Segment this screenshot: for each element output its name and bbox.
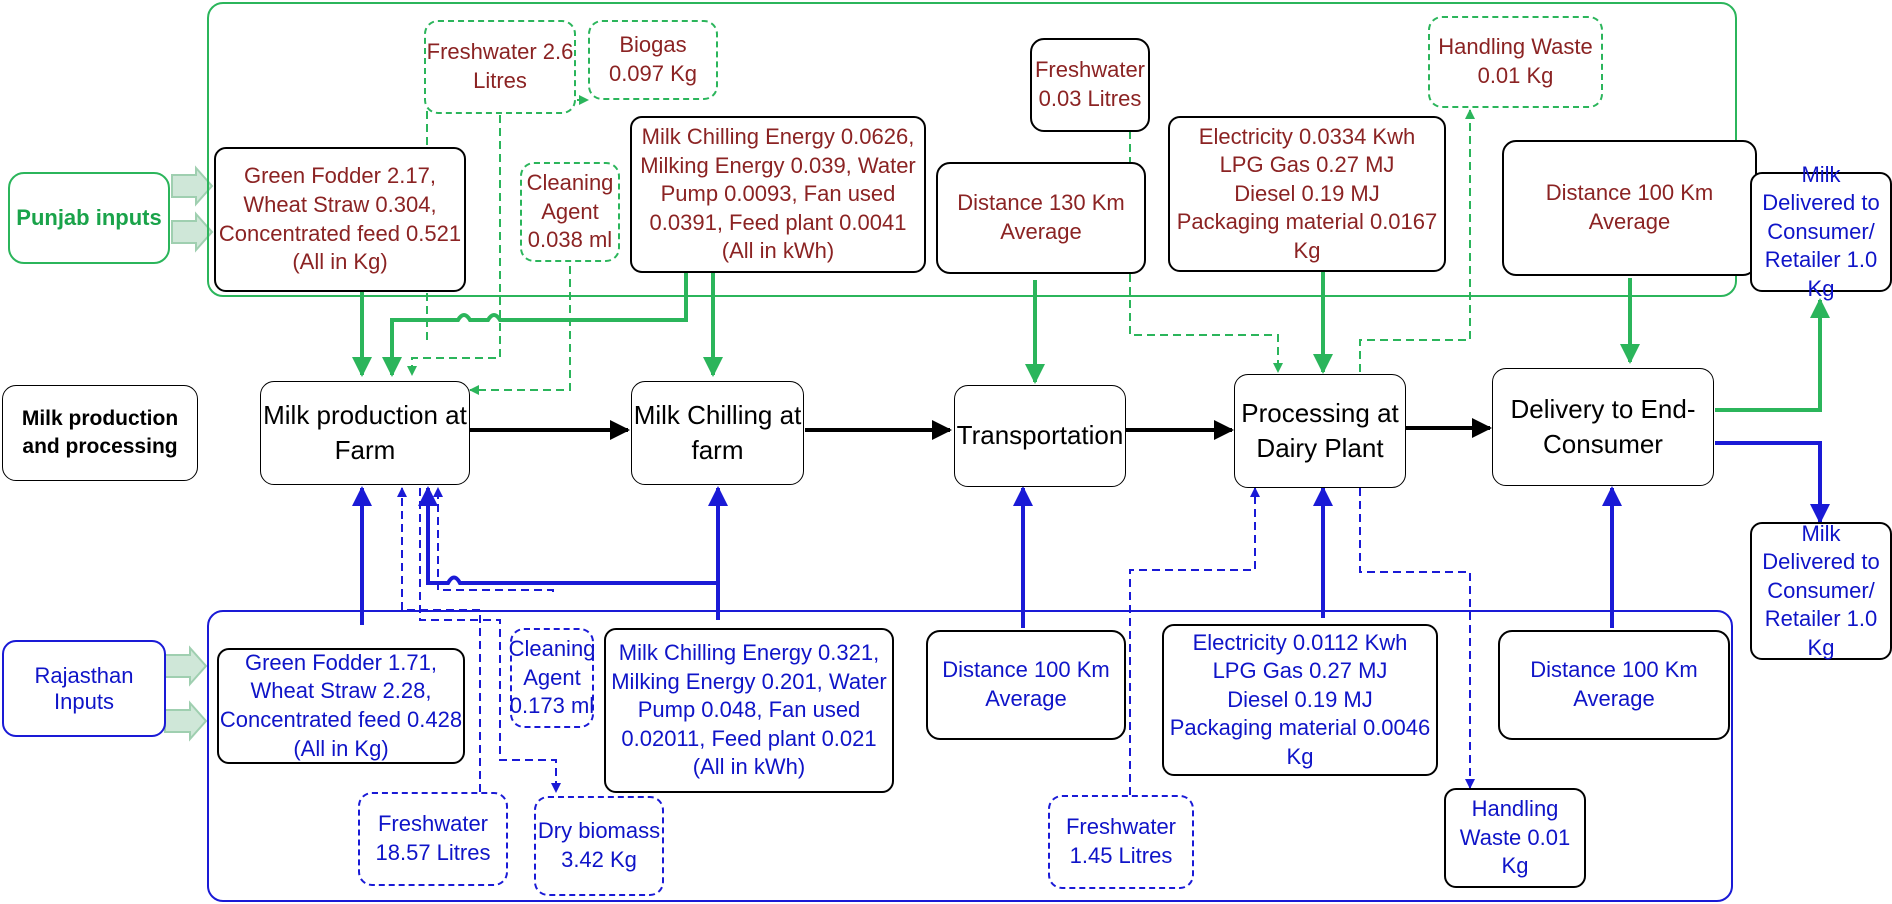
rajasthan-chilling-energy: Milk Chilling Energy 0.321, Milking Ener… bbox=[604, 628, 894, 793]
punjab-freshwater-plant: Freshwater 0.03 Litres bbox=[1030, 38, 1150, 132]
rajasthan-plant-energy: Electricity 0.0112 Kwh LPG Gas 0.27 MJ D… bbox=[1162, 624, 1438, 776]
punjab-inputs-label: Punjab inputs bbox=[8, 172, 170, 264]
punjab-biogas: Biogas 0.097 Kg bbox=[588, 20, 718, 100]
stage-delivery: Delivery to End-Consumer bbox=[1492, 368, 1714, 486]
rajasthan-arrows bbox=[352, 441, 1830, 628]
rajasthan-inputs-label: Rajasthan Inputs bbox=[2, 640, 166, 737]
punjab-output: Milk Delivered to Consumer/ Retailer 1.0… bbox=[1750, 162, 1892, 301]
rajasthan-input-chevrons bbox=[164, 645, 208, 742]
rajasthan-freshwater-plant: Freshwater 1.45 Litres bbox=[1048, 795, 1194, 889]
main-flow-arrows bbox=[470, 418, 1492, 440]
punjab-handling-waste: Handling Waste 0.01 Kg bbox=[1428, 16, 1603, 108]
punjab-input-chevrons bbox=[171, 165, 214, 253]
diagram-title: Milk production and processing bbox=[2, 385, 198, 481]
punjab-fodder: Green Fodder 2.17, Wheat Straw 0.304, Co… bbox=[214, 147, 466, 292]
stage-processing: Processing at Dairy Plant bbox=[1234, 374, 1406, 488]
rajasthan-fodder: Green Fodder 1.71, Wheat Straw 2.28, Con… bbox=[217, 648, 465, 764]
rajasthan-distance-delivery: Distance 100 Km Average bbox=[1498, 630, 1730, 740]
stage-farm: Milk production at Farm bbox=[260, 381, 470, 485]
rajasthan-output: Milk Delivered to Consumer/ Retailer 1.0… bbox=[1750, 521, 1892, 660]
punjab-freshwater-farm: Freshwater 2.6 Litres bbox=[424, 20, 576, 114]
rajasthan-distance-transport: Distance 100 Km Average bbox=[926, 630, 1126, 740]
rajasthan-group-frame bbox=[207, 610, 1733, 902]
punjab-cleaning-agent: Cleaning Agent 0.038 ml bbox=[520, 162, 620, 262]
rajasthan-cleaning-agent: Cleaning Agent 0.173 ml bbox=[509, 628, 595, 728]
punjab-plant-energy: Electricity 0.0334 Kwh LPG Gas 0.27 MJ D… bbox=[1168, 116, 1446, 272]
punjab-distance-delivery: Distance 100 Km Average bbox=[1502, 140, 1757, 276]
rajasthan-dry-biomass: Dry biomass 3.42 Kg bbox=[534, 796, 664, 896]
rajasthan-freshwater-farm: Freshwater 18.57 Litres bbox=[358, 792, 508, 886]
rajasthan-handling-waste: Handling Waste 0.01 Kg bbox=[1444, 788, 1586, 888]
stage-chilling: Milk Chilling at farm bbox=[631, 381, 804, 485]
stage-transport: Transportation bbox=[954, 385, 1126, 487]
punjab-arrows bbox=[352, 272, 1830, 412]
punjab-chilling-energy: Milk Chilling Energy 0.0626, Milking Ene… bbox=[630, 116, 926, 273]
punjab-distance-transport: Distance 130 Km Average bbox=[936, 162, 1146, 274]
